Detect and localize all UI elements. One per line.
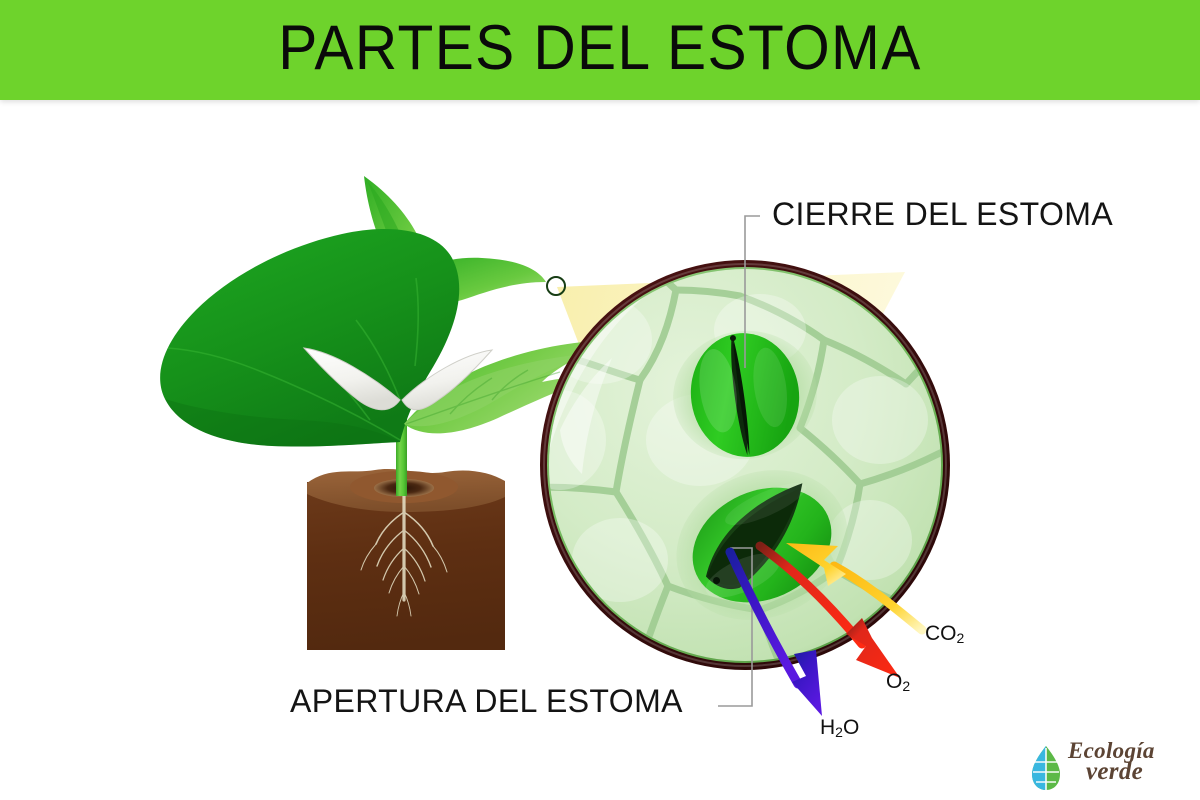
closed-stoma xyxy=(673,330,817,460)
gas-label-o2: O2 xyxy=(886,670,910,694)
magnifier-disc xyxy=(540,260,950,670)
zoom-point-marker xyxy=(546,276,566,296)
label-open-stoma: APERTURA DEL ESTOMA xyxy=(290,683,683,719)
gas-label-h2o: H2O xyxy=(820,716,859,740)
o2-subscript: 2 xyxy=(902,678,911,694)
label-closed-stoma: CIERRE DEL ESTOMA xyxy=(772,196,1114,232)
logo-wordmark: Ecología verde xyxy=(1068,738,1155,785)
title-banner: PARTES DEL ESTOMA xyxy=(0,0,1200,100)
h2o-suffix: O xyxy=(842,716,860,739)
o2-formula: O xyxy=(886,670,903,693)
h2o-subscript: 2 xyxy=(835,724,843,740)
page-title: PARTES DEL ESTOMA xyxy=(278,13,922,83)
cotyledons xyxy=(302,347,494,411)
leader-line-closed xyxy=(744,215,760,368)
h2o-prefix: H xyxy=(820,716,836,739)
leaf-right xyxy=(404,276,620,434)
plant-illustration xyxy=(160,176,620,650)
o2-arrow xyxy=(755,541,900,678)
logo-line-2: verde xyxy=(1086,758,1144,785)
soil-block xyxy=(307,469,505,650)
gas-label-co2: CO2 xyxy=(925,622,964,646)
leader-line-open xyxy=(718,547,753,707)
logo-line-1: Ecología xyxy=(1068,738,1155,763)
site-logo[interactable]: Ecología verde xyxy=(1028,738,1188,794)
co2-arrow xyxy=(786,543,927,635)
co2-formula: CO xyxy=(925,622,957,645)
leader-lines xyxy=(718,215,760,707)
h2o-arrow xyxy=(725,547,822,716)
co2-subscript: 2 xyxy=(956,630,965,646)
logo-mark xyxy=(1032,746,1060,790)
